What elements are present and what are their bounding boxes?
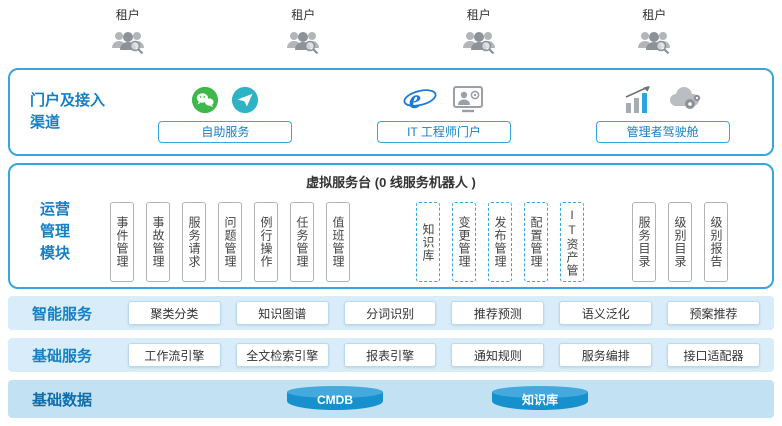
module-level-report[interactable]: 级别报告: [704, 202, 728, 282]
tenant-group: 租户: [632, 6, 676, 55]
wechat-icon: [191, 86, 219, 114]
portal-icons: e: [402, 82, 486, 114]
bar-chart-icon: [623, 84, 653, 114]
module-service-catalog[interactable]: 服务目录: [632, 202, 656, 282]
virtual-service-desk-title: 虚拟服务台 (0 线服务机器人 ): [306, 175, 476, 190]
tenant-group: 租户: [457, 6, 501, 55]
knowledge-base-database[interactable]: 知识库: [492, 386, 588, 410]
manager-cockpit-button[interactable]: 管理者驾驶舱: [595, 120, 730, 143]
service-orchestration[interactable]: 服务编排: [559, 343, 653, 367]
module-level-catalog[interactable]: 级别目录: [668, 202, 692, 282]
tenant-users-icon: [106, 27, 150, 55]
service-cluster-classify[interactable]: 聚类分类: [128, 301, 221, 325]
basic-data-label: 基础数据: [32, 391, 93, 409]
basic-services-items: 工作流引擎 全文检索引擎 报表引擎 通知规则 服务编排 接口适配器: [128, 343, 774, 367]
basic-services-label: 基础服务: [32, 347, 93, 365]
portal-icons: [623, 82, 703, 114]
service-semantic-generalization[interactable]: 语义泛化: [559, 301, 653, 325]
process-modules-group: 事件管理 事故管理 服务请求 问题管理 例行操作 任务管理 值班管理: [110, 202, 350, 282]
service-fulltext-search-engine[interactable]: 全文检索引擎: [235, 343, 329, 367]
service-workflow-engine[interactable]: 工作流引擎: [128, 343, 221, 367]
cmdb-database-label: CMDB: [317, 393, 353, 407]
tenant-label: 租户: [291, 8, 316, 22]
module-release-management[interactable]: 发布管理: [488, 202, 512, 282]
tenant-group: 租户: [281, 6, 325, 55]
tenants-row: 租户 租户 租户: [40, 6, 742, 55]
portal-groups: 自助服务 e: [116, 82, 772, 143]
service-report-engine[interactable]: 报表引擎: [343, 343, 437, 367]
smart-services-band: 智能服务 聚类分类 知识图谱 分词识别 推荐预测 语义泛化 预案推荐: [8, 296, 774, 330]
module-task-management[interactable]: 任务管理: [290, 202, 314, 282]
module-problem-management[interactable]: 问题管理: [218, 202, 242, 282]
basic-data-band: 基础数据 CMDB 知识库: [8, 380, 774, 418]
tenant-group: 租户: [106, 6, 150, 55]
operation-modules-row: 事件管理 事故管理 服务请求 问题管理 例行操作 任务管理 值班管理 知识库 变…: [10, 197, 772, 287]
portal-group-engineer: e IT 工: [376, 82, 511, 143]
portal-group-manager: 管理者驾驶舱: [595, 82, 730, 143]
module-event-management[interactable]: 事件管理: [110, 202, 134, 282]
module-change-management[interactable]: 变更管理: [452, 202, 476, 282]
tenant-users-icon: [457, 27, 501, 55]
module-duty-management[interactable]: 值班管理: [326, 202, 350, 282]
catalog-modules-group: 服务目录 级别目录 级别报告: [632, 202, 728, 282]
tenant-users-icon: [632, 27, 676, 55]
tenant-users-icon: [281, 27, 325, 55]
paper-plane-icon: [231, 86, 259, 114]
knowledge-base-database-label: 知识库: [521, 393, 558, 407]
service-word-segmentation[interactable]: 分词识别: [343, 301, 437, 325]
tenant-label: 租户: [115, 8, 140, 22]
operation-section-label: 运营 管理 模块: [40, 201, 71, 262]
cloud-gear-icon: [665, 84, 703, 114]
service-interface-adapter[interactable]: 接口适配器: [667, 343, 760, 367]
svg-text:e: e: [409, 84, 421, 114]
module-config-management[interactable]: 配置管理: [524, 202, 548, 282]
cmdb-database[interactable]: CMDB: [287, 386, 383, 410]
module-routine-operation[interactable]: 例行操作: [254, 202, 278, 282]
service-plan-recommendation[interactable]: 预案推荐: [667, 301, 760, 325]
ie-browser-icon: e: [402, 82, 438, 114]
service-recommend-predict[interactable]: 推荐预测: [451, 301, 545, 325]
portal-icons: [191, 82, 259, 114]
module-service-request[interactable]: 服务请求: [182, 202, 206, 282]
service-knowledge-graph[interactable]: 知识图谱: [235, 301, 329, 325]
service-notification-rules[interactable]: 通知规则: [451, 343, 545, 367]
smart-services-label: 智能服务: [32, 305, 93, 323]
smart-services-items: 聚类分类 知识图谱 分词识别 推荐预测 语义泛化 预案推荐: [128, 301, 774, 325]
it-engineer-portal-button[interactable]: IT 工程师门户: [376, 120, 511, 143]
dashed-modules-group: 知识库 变更管理 发布管理 配置管理 IT资产管理: [416, 202, 584, 282]
basic-services-band: 基础服务 工作流引擎 全文检索引擎 报表引擎 通知规则 服务编排 接口适配器: [8, 338, 774, 372]
portal-section: 门户及接入 渠道: [8, 68, 774, 156]
module-knowledge-base[interactable]: 知识库: [416, 202, 440, 282]
module-it-asset-management[interactable]: IT资产管理: [560, 202, 584, 282]
engineer-portal-icon: [450, 84, 486, 114]
operation-section: 虚拟服务台 (0 线服务机器人 ) 运营 管理 模块 事件管理 事故管理 服务请…: [8, 163, 774, 289]
tenant-label: 租户: [642, 8, 667, 22]
portal-group-self-service: 自助服务: [158, 82, 293, 143]
portal-section-label: 门户及接入 渠道: [30, 91, 106, 132]
self-service-button[interactable]: 自助服务: [158, 120, 293, 143]
tenant-label: 租户: [466, 8, 491, 22]
module-incident-management[interactable]: 事故管理: [146, 202, 170, 282]
